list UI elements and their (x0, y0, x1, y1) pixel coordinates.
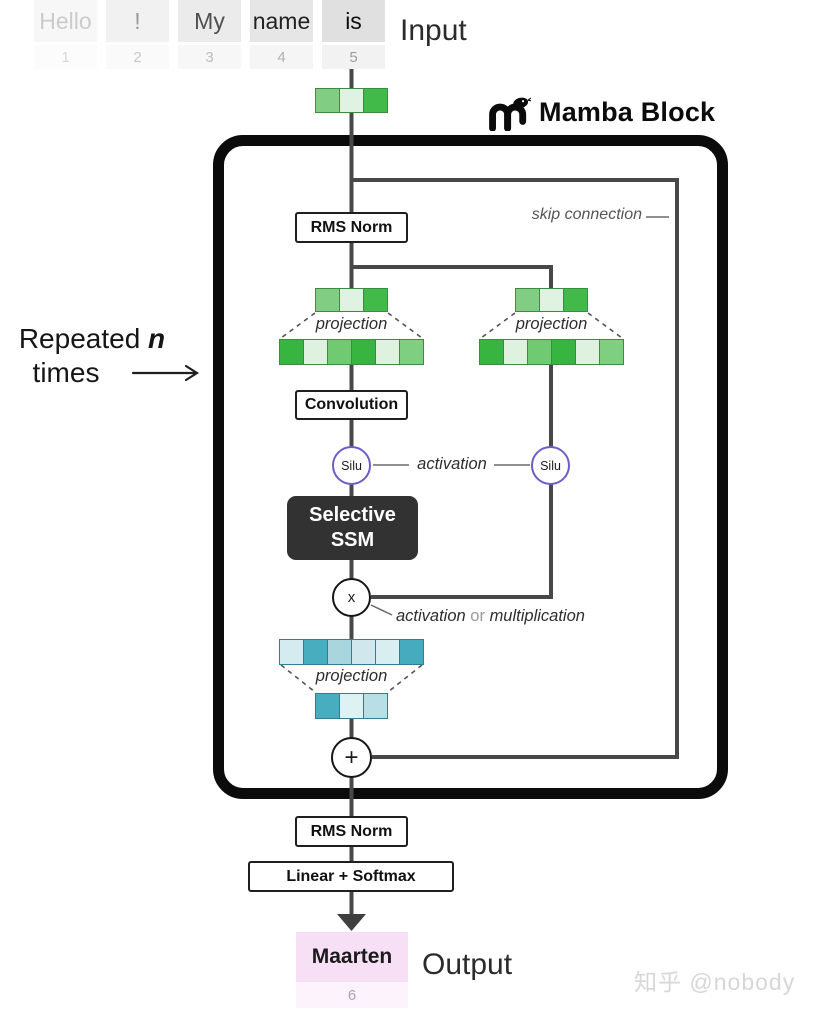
repeated-n: n (148, 323, 166, 354)
mamba-block-title: Mamba Block (487, 94, 715, 131)
repeated-n-times-note: Repeated n times (6, 322, 178, 390)
vector-cell (480, 340, 503, 364)
input-token-is: is (322, 0, 385, 42)
silu-node-right: Silu (531, 446, 570, 485)
vector-cell (316, 694, 339, 718)
mamba-block-outline (213, 135, 728, 799)
projection-output-vector-left (279, 339, 424, 365)
vector-cell (539, 289, 563, 311)
vector-cell (316, 89, 339, 112)
projection-input-vector-left (315, 288, 388, 312)
vector-cell (551, 340, 575, 364)
multiply-note-multiplication: multiplication (489, 607, 585, 625)
vector-cell (399, 640, 423, 664)
token-index: 3 (178, 45, 241, 69)
vector-cell (316, 289, 339, 311)
repeated-times: times (32, 357, 100, 389)
output-token: Maarten (296, 932, 408, 982)
rms-norm-box-bottom: RMS Norm (295, 816, 408, 847)
projection-label-left: projection (315, 315, 388, 333)
vector-cell (563, 289, 587, 311)
multiply-note: activation or multiplication (396, 607, 585, 626)
skip-connection-label: skip connection (531, 206, 642, 223)
activation-label: activation (417, 455, 487, 473)
vector-cell (363, 289, 387, 311)
output-label: Output (422, 948, 513, 981)
vector-cell (575, 340, 599, 364)
convolution-box: Convolution (295, 390, 408, 420)
multiply-note-activation: activation (396, 607, 466, 625)
mamba-snake-icon (487, 94, 531, 131)
projection-input-vector-right (515, 288, 588, 312)
vector-cell (399, 340, 423, 364)
selective-ssm-box: Selective SSM (287, 496, 418, 560)
token-index: 2 (106, 45, 169, 69)
vector-cell (351, 640, 375, 664)
vector-cell (503, 340, 527, 364)
input-token-hello: Hello (34, 0, 97, 42)
vector-cell (363, 694, 387, 718)
multiply-node: x (332, 578, 371, 617)
input-embedding-vector (315, 88, 388, 113)
down-projection-input-vector (279, 639, 424, 665)
projection-label-down: projection (315, 667, 388, 685)
watermark: 知乎 @nobody (634, 969, 796, 995)
input-token-exclaim: ! (106, 0, 169, 42)
vector-cell (280, 640, 303, 664)
vector-cell (280, 340, 303, 364)
vector-cell (375, 640, 399, 664)
silu-node-left: Silu (332, 446, 371, 485)
add-node: + (331, 737, 372, 778)
output-arrowhead (337, 914, 366, 931)
vector-cell (303, 640, 327, 664)
output-token-index: 6 (296, 982, 408, 1008)
vector-cell (351, 340, 375, 364)
ssm-line1: Selective (309, 504, 396, 526)
projection-label-right: projection (515, 315, 588, 333)
mamba-block-title-text: Mamba Block (539, 97, 716, 127)
repeated-prefix: Repeated (18, 323, 149, 354)
input-token-my: My (178, 0, 241, 42)
vector-cell (339, 694, 363, 718)
vector-cell (599, 340, 623, 364)
vector-cell (339, 289, 363, 311)
vector-cell (303, 340, 327, 364)
vector-cell (339, 89, 363, 112)
vector-cell (327, 640, 351, 664)
token-index: 1 (34, 45, 97, 69)
ssm-line2: SSM (330, 529, 375, 551)
input-token-name: name (250, 0, 313, 42)
vector-cell (516, 289, 539, 311)
rms-norm-box-top: RMS Norm (295, 212, 408, 243)
multiply-note-or: or (465, 607, 490, 625)
vector-cell (327, 340, 351, 364)
input-label: Input (400, 14, 467, 47)
vector-cell (375, 340, 399, 364)
vector-cell (363, 89, 387, 112)
linear-softmax-box: Linear + Softmax (248, 861, 454, 892)
token-index: 5 (322, 45, 385, 69)
down-projection-output-vector (315, 693, 388, 719)
vector-cell (527, 340, 551, 364)
token-index: 4 (250, 45, 313, 69)
projection-output-vector-right (479, 339, 624, 365)
